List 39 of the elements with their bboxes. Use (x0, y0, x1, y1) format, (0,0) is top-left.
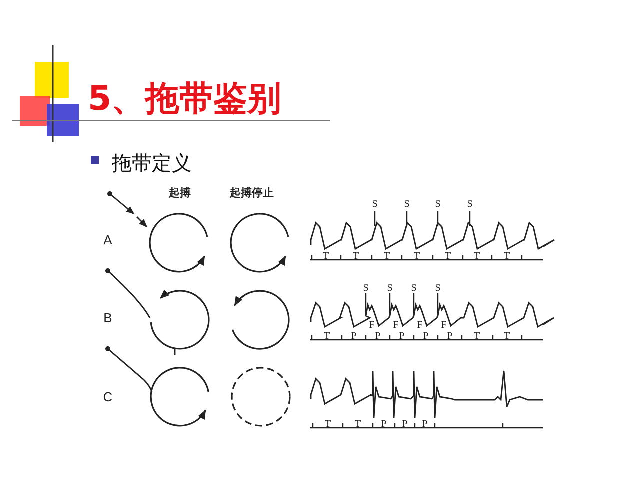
row-letter: A (104, 232, 112, 248)
beat-label: T (504, 332, 510, 342)
beat-label: P (399, 332, 405, 342)
beat-label: P (422, 420, 428, 430)
fusion-mark: F (369, 321, 375, 331)
column-header: 起搏停止 (230, 186, 274, 200)
stimulus-mark: S (435, 200, 441, 210)
stimulus-mark: S (411, 284, 417, 294)
row-letter: B (104, 310, 112, 326)
beat-label: P (375, 332, 381, 342)
beat-label: T (324, 332, 330, 342)
stimulus-mark: S (435, 284, 441, 294)
stimulus-mark: S (404, 200, 410, 210)
beat-label: P (351, 332, 357, 342)
stimulus-mark: S (372, 200, 378, 210)
row-letter: C (103, 390, 113, 404)
stimulus-mark: S (467, 200, 473, 210)
beat-label: T (384, 252, 390, 262)
beat-label: P (423, 332, 429, 342)
fusion-mark: F (393, 321, 399, 331)
stimulus-mark: S (387, 284, 393, 294)
beat-label: T (352, 252, 360, 262)
column-header: 起搏 (169, 186, 191, 200)
beat-label: T (322, 252, 330, 262)
beat-label: P (381, 420, 387, 430)
beat-label: T (474, 252, 480, 262)
beat-label: P (447, 332, 453, 342)
stimulus-mark: S (363, 284, 369, 294)
beat-label: T (444, 252, 452, 262)
fusion-mark: F (441, 321, 447, 331)
beat-label: T (504, 252, 510, 262)
fusion-mark: F (417, 321, 423, 331)
slide-title: 5、拖带鉴别 (88, 78, 282, 121)
beat-label: T (354, 420, 362, 430)
bullet-text: 拖带定义 (112, 150, 192, 177)
beat-label: P (402, 420, 408, 430)
beat-label: T (324, 420, 332, 430)
beat-label: T (414, 252, 420, 262)
beat-label: T (474, 332, 480, 342)
